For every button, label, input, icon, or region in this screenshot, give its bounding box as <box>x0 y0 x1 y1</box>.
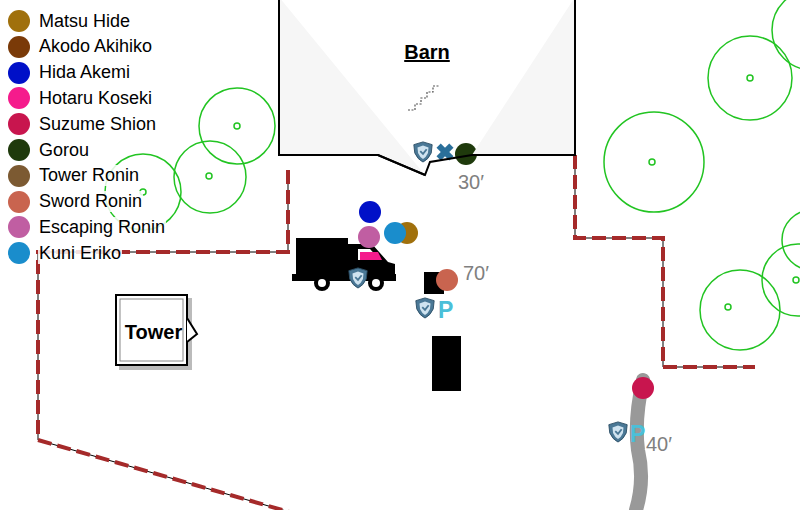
marker-letter: P <box>438 299 453 322</box>
legend-entry: Tower Ronin <box>8 164 140 188</box>
legend-entry: Escaping Ronin <box>8 215 166 239</box>
legend-swatch <box>8 87 30 109</box>
legend-swatch <box>8 191 30 213</box>
legend-entry: Suzume Shion <box>8 112 157 136</box>
legend-entry: Akodo Akihiko <box>8 35 153 59</box>
truck <box>292 238 396 291</box>
tokens <box>358 143 654 399</box>
legend-entry: Gorou <box>8 138 90 162</box>
legend-text: Escaping Ronin <box>38 217 166 238</box>
legend-text: Tower Ronin <box>38 165 140 186</box>
building-name: Tower <box>125 321 182 344</box>
wagon <box>432 336 461 391</box>
legend-swatch <box>8 36 30 58</box>
barn-building: Barn <box>278 0 576 155</box>
legend-swatch <box>8 139 30 161</box>
building-name: Barn <box>404 41 450 64</box>
barn-outline <box>278 0 576 155</box>
legend-swatch <box>8 242 30 264</box>
shield-icon <box>349 268 367 288</box>
legend-text: Sword Ronin <box>38 191 143 212</box>
marker-letter: P <box>630 423 645 446</box>
fence <box>38 155 755 510</box>
distance-label: 30′ <box>458 172 484 192</box>
distance-label: 40′ <box>646 434 672 454</box>
trees <box>105 0 800 350</box>
legend-text: Hida Akemi <box>38 62 131 83</box>
legend-swatch <box>8 10 30 32</box>
shield-icon <box>609 422 627 442</box>
legend-text: Matsu Hide <box>38 11 131 32</box>
legend-entry: Kuni Eriko <box>8 241 122 265</box>
legend-text: Suzume Shion <box>38 114 157 135</box>
legend-entry: Matsu Hide <box>8 9 131 33</box>
legend-entry: Sword Ronin <box>8 190 143 214</box>
legend-text: Hotaru Koseki <box>38 88 153 109</box>
legend-swatch <box>8 165 30 187</box>
shield-icon <box>414 142 432 162</box>
legend-text: Akodo Akihiko <box>38 36 153 57</box>
legend-entry: Hotaru Koseki <box>8 86 153 110</box>
tower-building: Tower <box>117 296 190 368</box>
legend-entry: Hida Akemi <box>8 61 131 85</box>
legend-text: Gorou <box>38 140 90 161</box>
legend-swatch <box>8 113 30 135</box>
distance-label: 70′ <box>463 263 489 283</box>
legend-swatch <box>8 62 30 84</box>
legend-text: Kuni Eriko <box>38 243 122 264</box>
legend-swatch <box>8 216 30 238</box>
shield-icon <box>416 298 434 318</box>
